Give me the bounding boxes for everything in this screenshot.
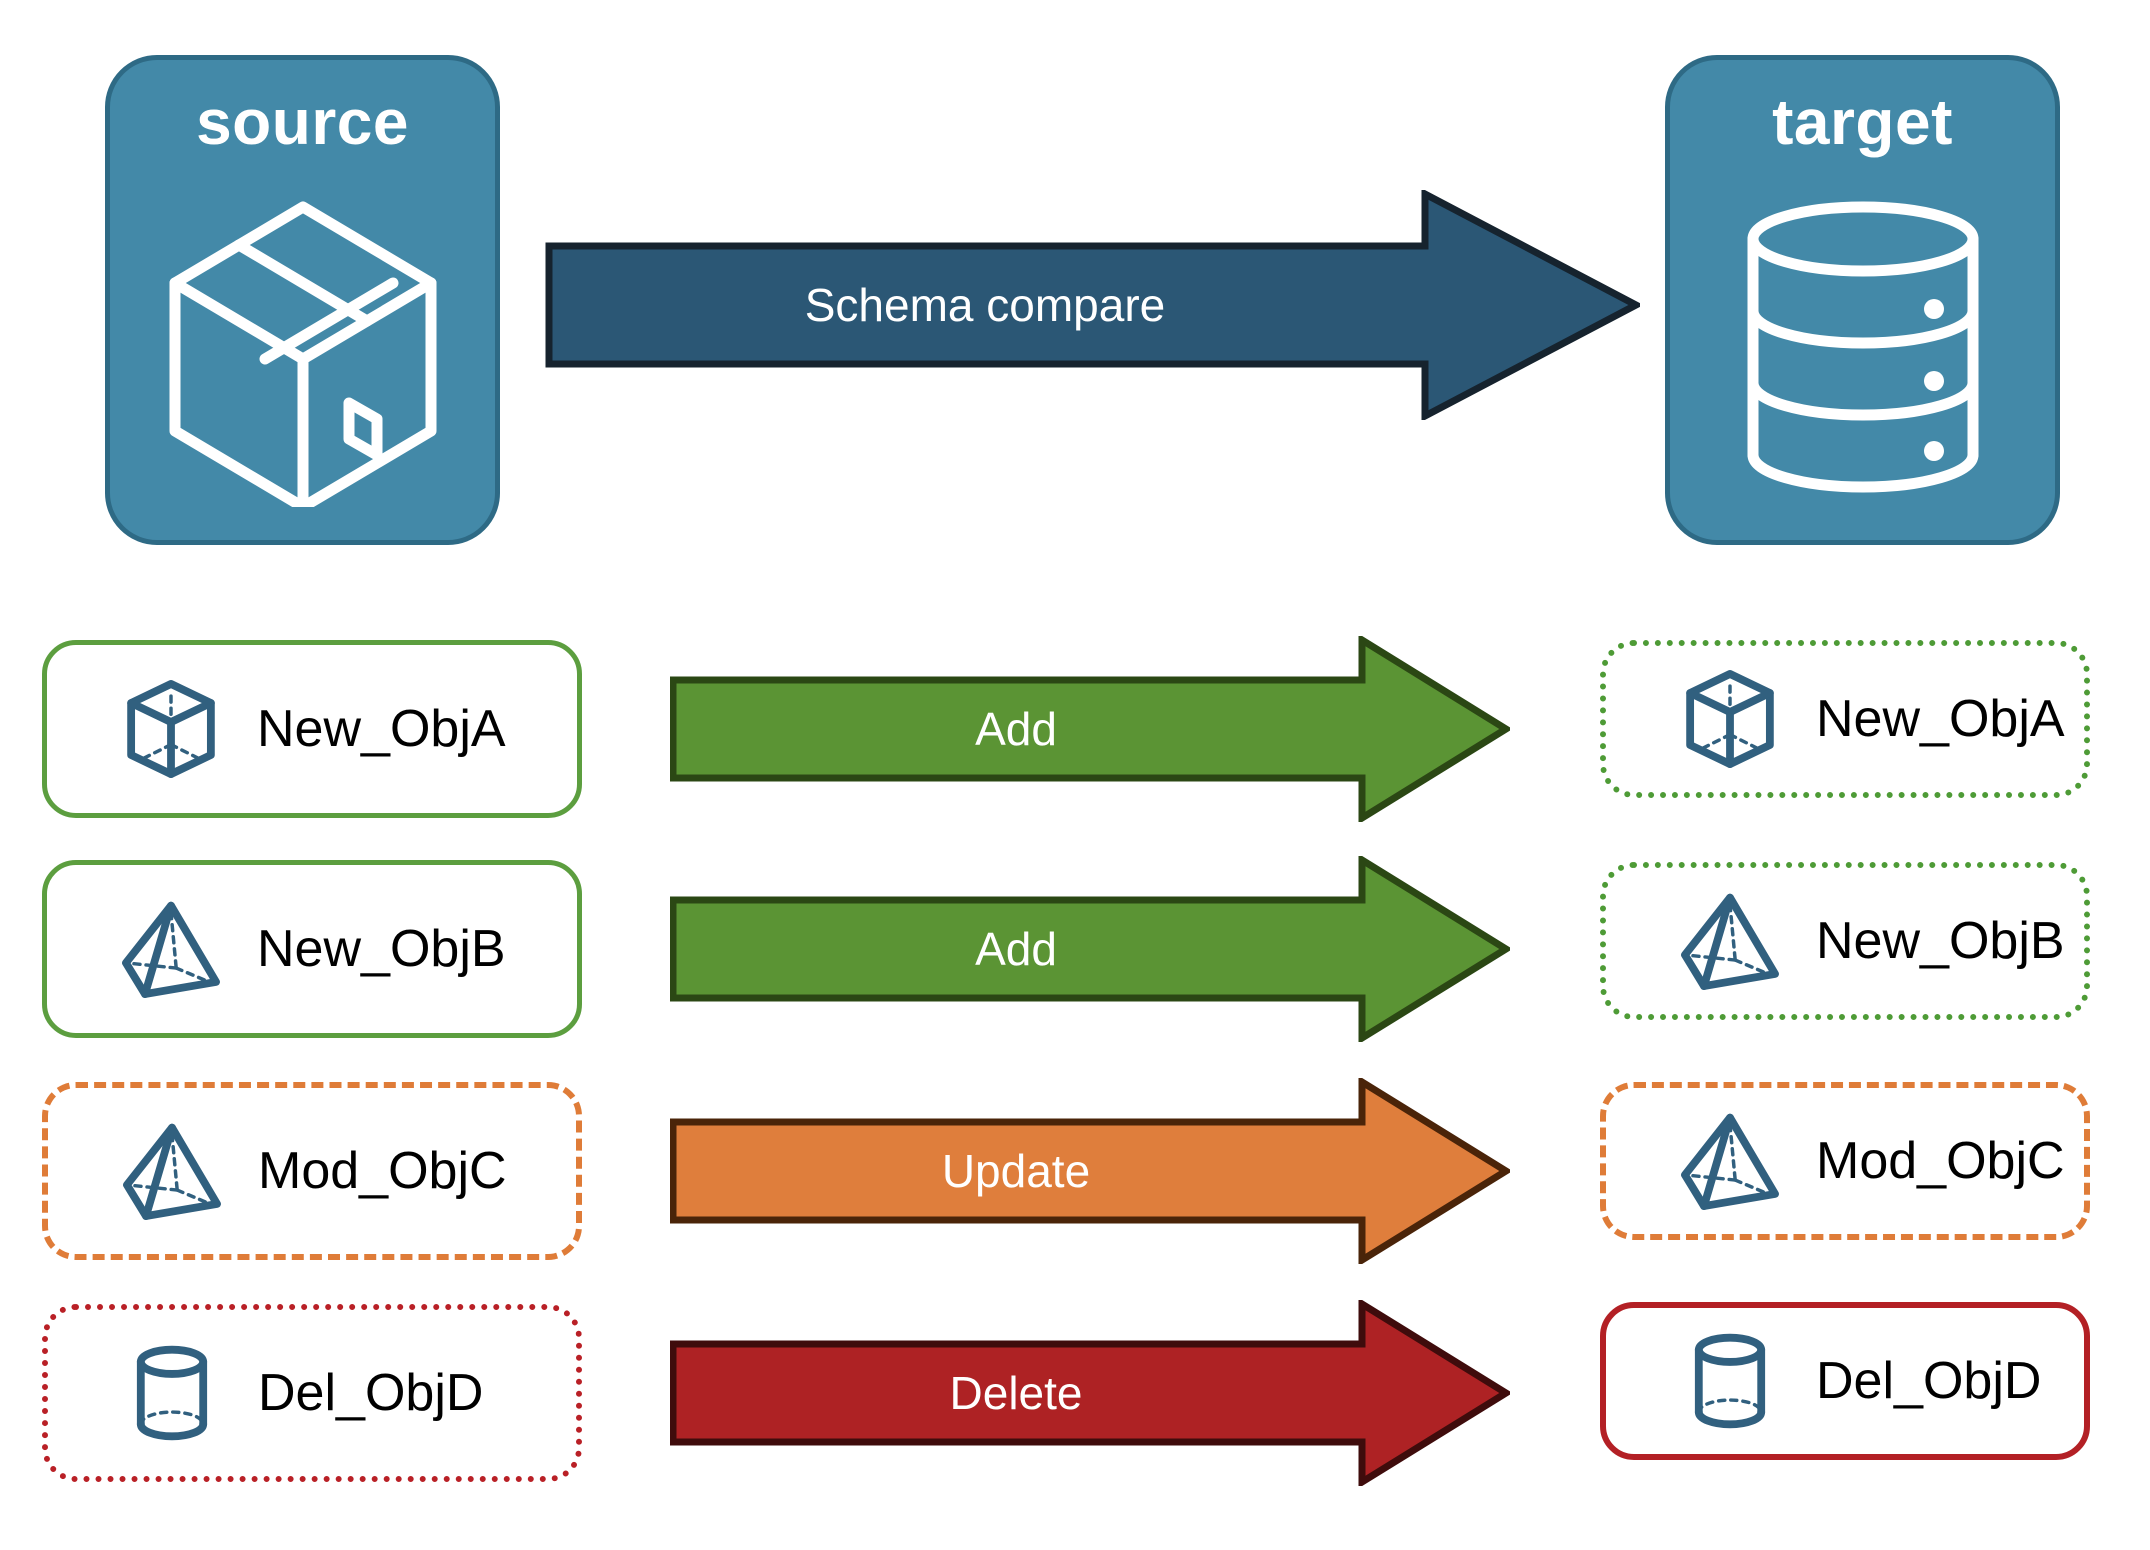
source-object-label-0: New_ObjA — [257, 700, 506, 758]
target-object-label-2: Mod_ObjC — [1816, 1132, 2065, 1190]
target-title: target — [1772, 86, 1953, 158]
target-object-card-1[interactable]: New_ObjB — [1600, 862, 2090, 1020]
action-arrow-1[interactable]: Add — [670, 856, 1510, 1042]
wireframe-pyramid-icon — [1681, 1113, 1779, 1210]
wireframe-pyramid-icon — [122, 901, 220, 998]
db-status-dot — [1923, 441, 1944, 461]
target-object-label-3: Del_ObjD — [1816, 1352, 2042, 1410]
wireframe-cylinder-icon — [136, 1345, 208, 1441]
db-status-dot — [1923, 299, 1944, 319]
source-icon-wrap — [110, 154, 495, 540]
wireframe-cylinder-icon — [1694, 1333, 1766, 1429]
source-object-label-3: Del_ObjD — [258, 1364, 484, 1422]
action-arrow-2[interactable]: Update — [670, 1078, 1510, 1264]
action-arrow-shape-3 — [670, 1300, 1510, 1486]
database-cylinder-icon — [1747, 201, 1978, 493]
target-object-label-0: New_ObjA — [1816, 690, 2065, 748]
package-box-icon — [169, 201, 436, 507]
action-arrow-0[interactable]: Add — [670, 636, 1510, 822]
source-object-card-1[interactable]: New_ObjB — [42, 860, 582, 1038]
wireframe-cube-icon — [127, 680, 215, 778]
source-object-card-3[interactable]: Del_ObjD — [42, 1304, 582, 1482]
source-object-label-1: New_ObjB — [257, 920, 506, 978]
wireframe-pyramid-icon — [123, 1123, 221, 1220]
source-endpoint-card: source — [105, 55, 500, 545]
target-object-label-1: New_ObjB — [1816, 912, 2065, 970]
action-arrow-shape-0 — [670, 636, 1510, 822]
action-arrow-shape-1 — [670, 856, 1510, 1042]
schema-compare-arrow-shape — [545, 188, 1644, 422]
db-status-dot — [1923, 371, 1944, 391]
target-object-card-0[interactable]: New_ObjA — [1600, 640, 2090, 798]
source-title: source — [196, 86, 409, 158]
source-object-card-0[interactable]: New_ObjA — [42, 640, 582, 818]
target-object-card-3[interactable]: Del_ObjD — [1600, 1302, 2090, 1460]
target-endpoint-card: target — [1665, 55, 2060, 545]
target-icon-wrap — [1670, 154, 2055, 540]
action-arrow-3[interactable]: Delete — [670, 1300, 1510, 1486]
target-object-card-2[interactable]: Mod_ObjC — [1600, 1082, 2090, 1240]
source-object-label-2: Mod_ObjC — [258, 1142, 507, 1200]
schema-compare-arrow: Schema compare — [545, 188, 1644, 422]
action-arrow-shape-2 — [670, 1078, 1510, 1264]
wireframe-cube-icon — [1686, 670, 1774, 768]
source-object-card-2[interactable]: Mod_ObjC — [42, 1082, 582, 1260]
wireframe-pyramid-icon — [1681, 893, 1779, 990]
